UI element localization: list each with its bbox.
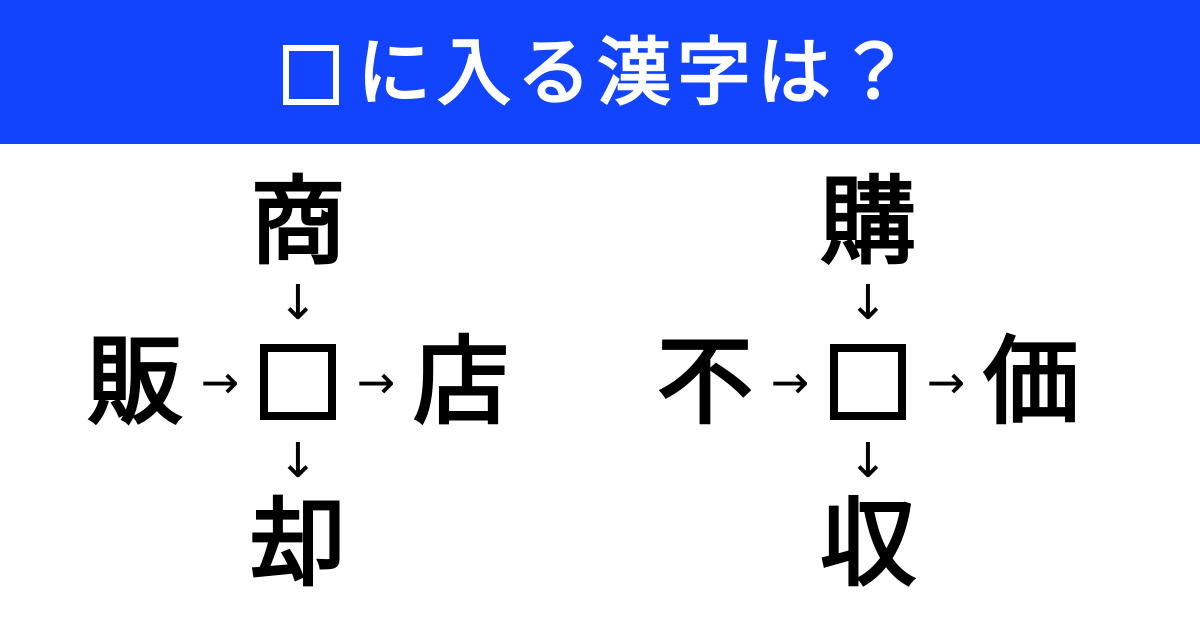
- page-title-text: に入る漢字は？: [357, 30, 917, 116]
- arrow-down-icon: ↓: [847, 433, 889, 489]
- puzzle-right-right-kanji: 価: [983, 326, 1079, 438]
- arrow-right-icon: →: [356, 355, 396, 409]
- header-banner: に入る漢字は？: [0, 0, 1200, 144]
- puzzle-right-left-kanji: 不: [657, 326, 753, 438]
- puzzle-right-answer-box[interactable]: [830, 344, 906, 420]
- page-title: に入る漢字は？: [283, 36, 917, 110]
- puzzle-right-grid: 購 ↓ 不 → → 価 ↓ 収: [650, 172, 1120, 602]
- arrow-right-icon: →: [200, 355, 240, 409]
- puzzle-right-bottom-kanji: 収: [820, 488, 916, 600]
- puzzle-left-right-kanji: 店: [413, 326, 509, 438]
- puzzle-left-grid: 商 ↓ 販 → → 店 ↓ 却: [80, 172, 550, 602]
- arrow-down-icon: ↓: [277, 433, 319, 489]
- puzzle-right-top-kanji: 購: [820, 166, 916, 278]
- arrow-down-icon: ↓: [277, 275, 319, 331]
- puzzle-left-answer-box[interactable]: [260, 344, 336, 420]
- puzzle-left-left-kanji: 販: [87, 326, 183, 438]
- arrow-right-icon: →: [770, 355, 810, 409]
- puzzle-area: 商 ↓ 販 → → 店 ↓ 却 購 ↓ 不 → → 価: [0, 144, 1200, 630]
- puzzle-right: 購 ↓ 不 → → 価 ↓ 収: [600, 167, 1170, 607]
- puzzle-left-top-kanji: 商: [250, 166, 346, 278]
- puzzle-left: 商 ↓ 販 → → 店 ↓ 却: [30, 167, 600, 607]
- arrow-right-icon: →: [926, 355, 966, 409]
- puzzle-left-bottom-kanji: 却: [250, 488, 346, 600]
- empty-square-outline-icon: [283, 45, 339, 105]
- arrow-down-icon: ↓: [847, 275, 889, 331]
